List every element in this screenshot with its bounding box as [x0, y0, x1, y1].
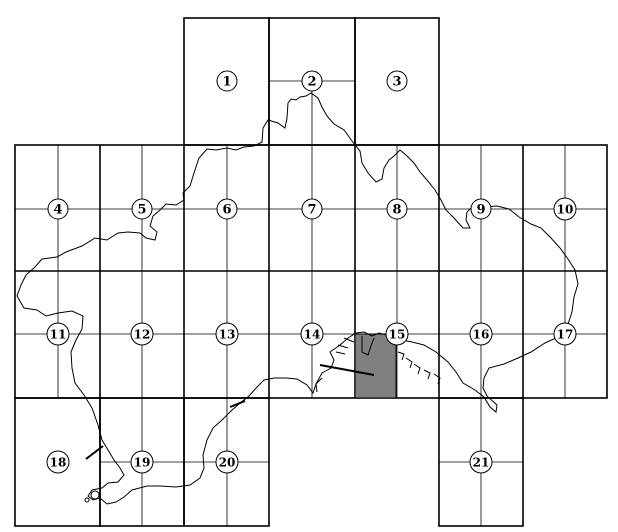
sheet-marker[interactable]: 11 [46, 322, 70, 346]
svg-text:11: 11 [50, 328, 67, 342]
svg-text:1: 1 [222, 75, 231, 90]
svg-text:8: 8 [392, 203, 401, 218]
center-grid-lines [15, 80, 607, 526]
svg-text:15: 15 [389, 328, 406, 342]
svg-text:13: 13 [219, 328, 236, 342]
road-lines [85, 364, 375, 460]
svg-text:14: 14 [304, 328, 321, 342]
svg-text:17: 17 [557, 328, 574, 342]
sheet-marker[interactable]: 10 [553, 197, 577, 221]
sheet-marker[interactable]: 7 [301, 198, 323, 220]
svg-text:12: 12 [134, 328, 151, 342]
sheet-marker[interactable]: 16 [469, 322, 493, 346]
sheet-marker[interactable]: 19 [130, 450, 154, 474]
sheet-marker[interactable]: 6 [216, 198, 238, 220]
svg-text:19: 19 [134, 456, 151, 470]
svg-text:9: 9 [476, 203, 485, 218]
sheet-marker[interactable]: 15 [385, 322, 409, 346]
svg-text:6: 6 [222, 203, 231, 218]
sheet-marker[interactable]: 4 [47, 198, 69, 220]
coastline [16, 92, 579, 505]
highlighted-area [354, 333, 397, 399]
svg-text:4: 4 [53, 203, 62, 218]
sheet-grid [14, 17, 608, 527]
sheet-marker[interactable]: 1 [216, 70, 238, 92]
svg-text:5: 5 [137, 203, 146, 218]
sheet-marker[interactable]: 21 [469, 450, 493, 474]
sheet-marker[interactable]: 2 [301, 70, 323, 92]
svg-text:10: 10 [557, 203, 574, 217]
sheet-marker[interactable]: 18 [46, 450, 70, 474]
svg-text:3: 3 [392, 75, 401, 90]
svg-text:16: 16 [473, 328, 490, 342]
svg-text:7: 7 [307, 203, 316, 218]
sheet-marker[interactable]: 20 [215, 450, 239, 474]
sheet-marker[interactable]: 9 [470, 198, 492, 220]
sheet-markers: 1 2 3 4 5 6 7 8 9 10 11 12 13 14 15 16 1… [46, 70, 577, 474]
sheet-marker[interactable]: 13 [215, 322, 239, 346]
svg-text:21: 21 [473, 456, 490, 470]
sheet-marker[interactable]: 17 [553, 322, 577, 346]
sheet-marker[interactable]: 3 [386, 70, 408, 92]
svg-text:2: 2 [307, 75, 316, 90]
sheet-marker[interactable]: 12 [130, 322, 154, 346]
svg-text:18: 18 [50, 456, 67, 470]
sheet-marker[interactable]: 8 [386, 198, 408, 220]
sheet-marker[interactable]: 5 [131, 198, 153, 220]
sheet-marker[interactable]: 14 [300, 322, 324, 346]
svg-text:20: 20 [219, 456, 236, 470]
